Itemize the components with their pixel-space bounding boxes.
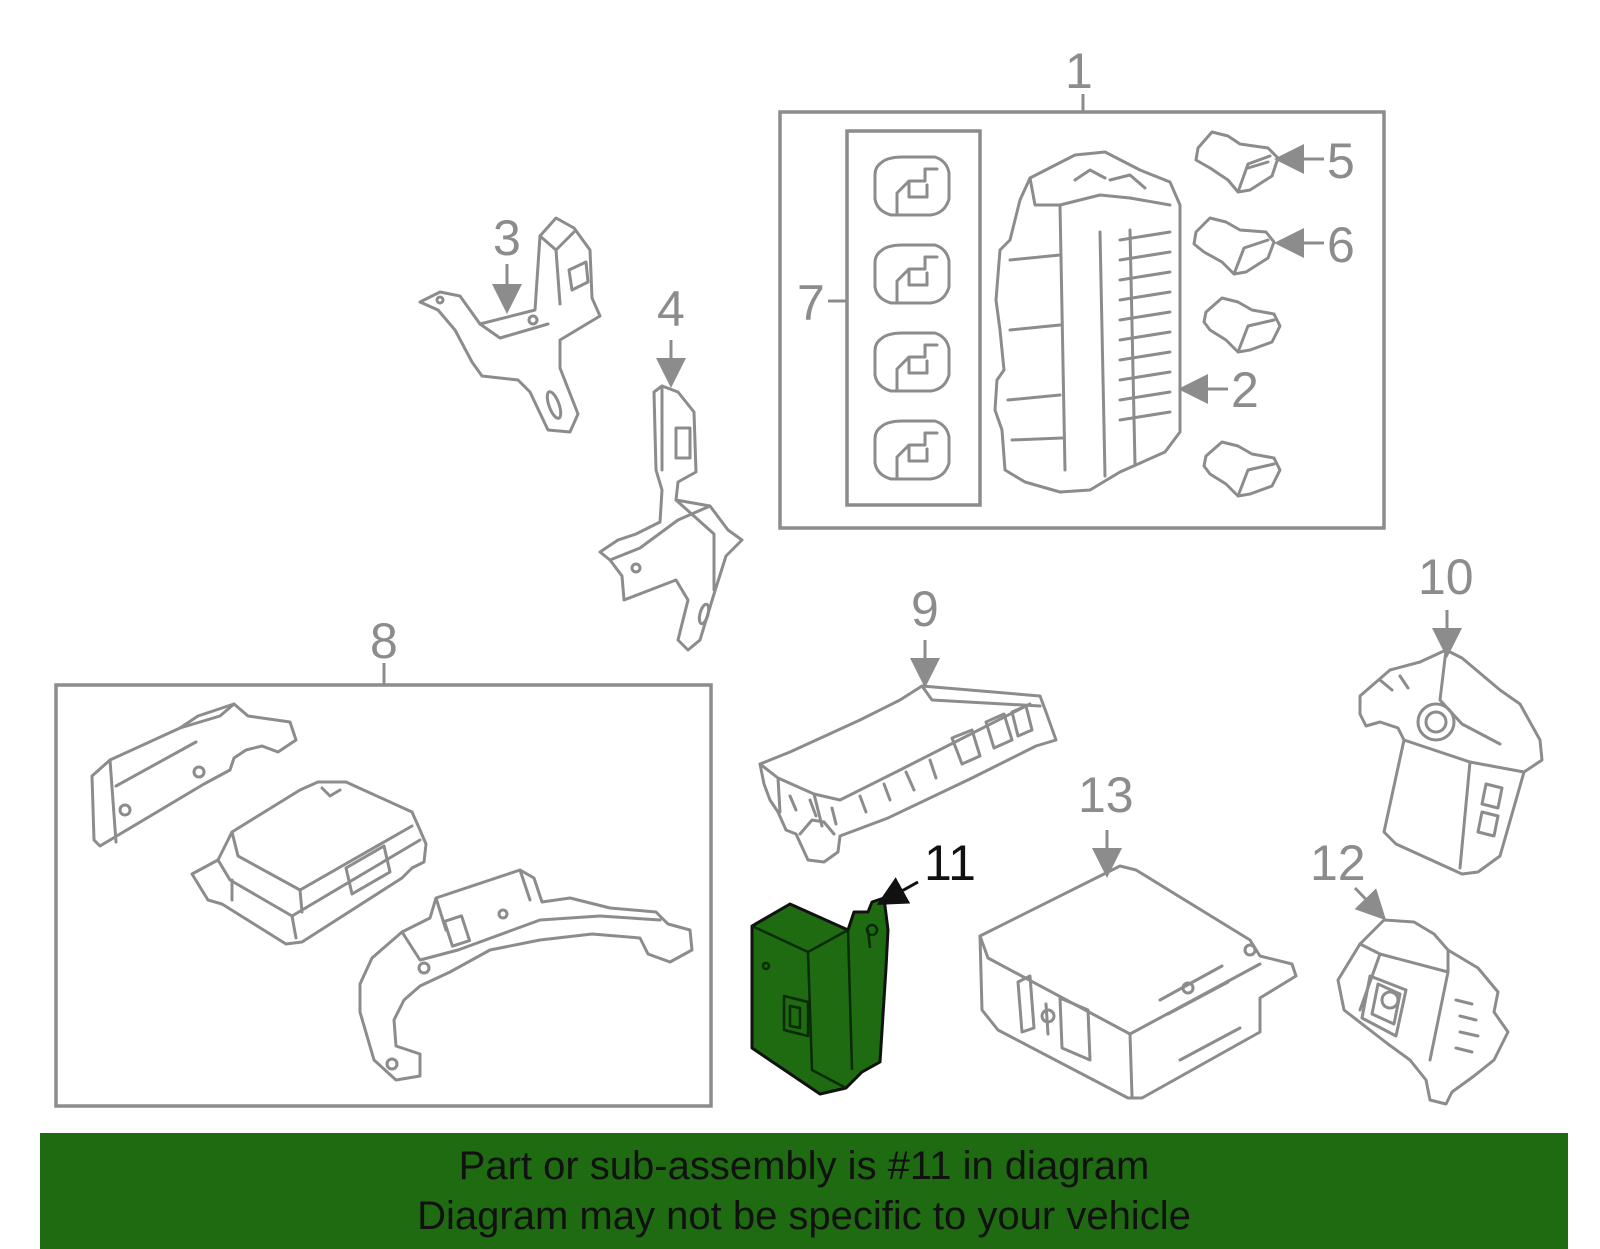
part-4-bracket[interactable] — [598, 384, 744, 652]
callout-10: 10 — [1418, 549, 1474, 605]
part-12-switch[interactable] — [1336, 918, 1510, 1106]
callout-4: 4 — [657, 281, 685, 337]
fuse-unlabeled-a — [1202, 296, 1282, 354]
fuse-unlabeled-b — [1202, 440, 1282, 498]
part-6-fuse — [1192, 216, 1276, 276]
part-2-fuse-block — [993, 150, 1182, 494]
callout-7: 7 — [797, 275, 825, 331]
part-3-bracket[interactable] — [418, 216, 602, 434]
part-7-relay-group-box — [845, 129, 982, 507]
callout-13: 13 — [1078, 767, 1134, 823]
part-5-fuse — [1194, 130, 1280, 194]
info-banner: Part or sub-assembly is #11 in diagram D… — [40, 1133, 1568, 1249]
callout-2: 2 — [1231, 362, 1259, 418]
callout-8: 8 — [370, 613, 398, 669]
callout-12: 12 — [1310, 835, 1366, 891]
leader-11 — [876, 877, 919, 905]
callout-3: 3 — [493, 210, 521, 266]
callout-5: 5 — [1327, 133, 1355, 189]
callout-6: 6 — [1327, 217, 1355, 273]
part-8-assembly[interactable]: 8 — [54, 613, 713, 1108]
part-7-relays — [873, 155, 951, 481]
leader-12 — [1353, 886, 1387, 921]
part-1-junction-box-assembly[interactable]: 1 7 — [778, 43, 1386, 530]
part-9-module[interactable] — [758, 684, 1058, 864]
callout-1: 1 — [1065, 43, 1093, 99]
callout-11: 11 — [924, 835, 976, 891]
part-11-module-highlighted[interactable] — [750, 896, 890, 1096]
part-10-module[interactable] — [1358, 648, 1544, 876]
banner-line-disclaimer: Diagram may not be specific to your vehi… — [417, 1194, 1191, 1238]
callout-9: 9 — [911, 581, 939, 637]
part-13-module[interactable] — [978, 864, 1298, 1100]
banner-line-part-number: Part or sub-assembly is #11 in diagram — [458, 1144, 1150, 1188]
